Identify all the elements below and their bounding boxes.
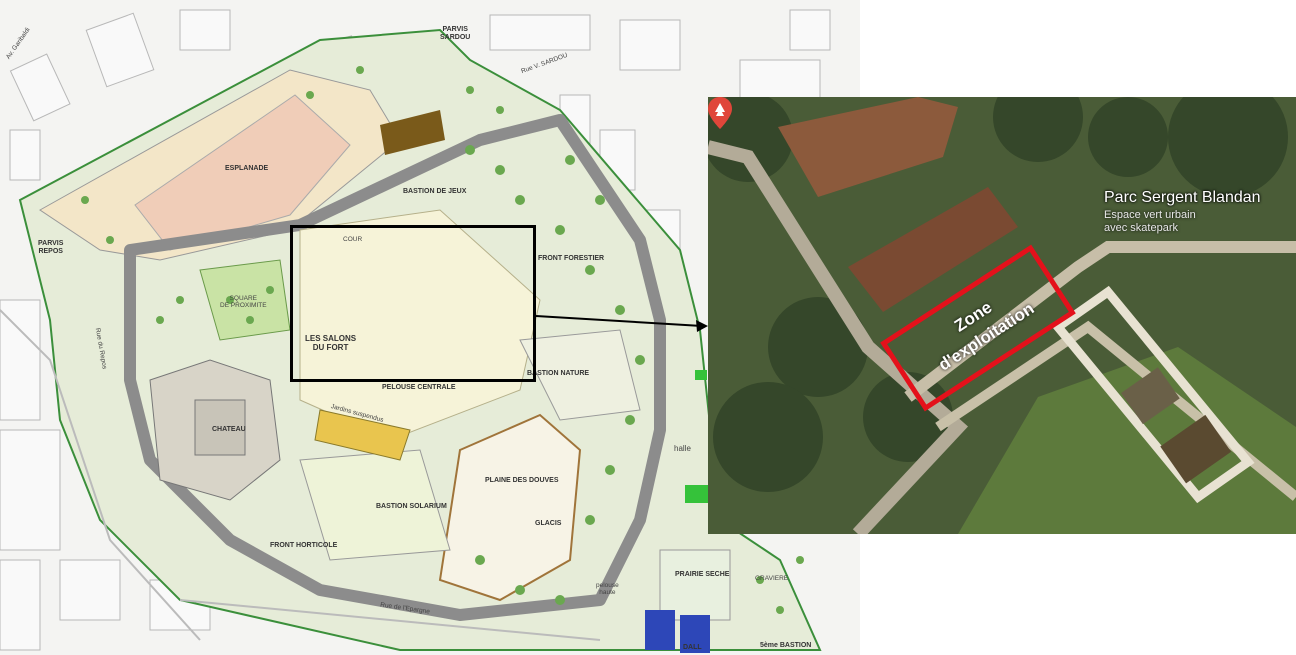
- label-esplanade: ESPLANADE: [225, 165, 269, 172]
- zoom-frame: [290, 225, 536, 382]
- place-pin-icon[interactable]: [708, 97, 732, 129]
- label-pelouse-haute: pelouse haute: [596, 582, 619, 597]
- label-parvis-repos: PARVIS REPOS: [38, 240, 64, 255]
- label-square-proximite: SQUARE DE PROXIMITE: [220, 295, 267, 310]
- label-halle: halle: [674, 444, 691, 453]
- label-front-forestier: FRONT FORESTIER: [538, 255, 605, 262]
- label-bastion-nature: BASTION NATURE: [527, 370, 590, 377]
- place-description: Espace vert urbain avec skatepark: [1104, 209, 1196, 234]
- satellite-view: Parc Sergent Blandan Espace vert urbain …: [708, 97, 1296, 534]
- label-chateau: CHATEAU: [212, 426, 246, 433]
- label-cour: COUR: [343, 236, 363, 243]
- label-parvis-sardou: PARVIS SARDOU: [440, 26, 471, 41]
- label-graviere: GRAVIERE: [755, 575, 789, 582]
- label-prairie-seche: PRAIRIE SECHE: [675, 571, 730, 578]
- label-glacis: GLACIS: [535, 520, 562, 527]
- label-salons-fort: LES SALONS DU FORT: [305, 334, 357, 352]
- label-plaine-douves: PLAINE DES DOUVES: [485, 477, 559, 484]
- label-bastion-jeux: BASTION DE JEUX: [403, 188, 467, 195]
- label-front-horticole: FRONT HORTICOLE: [270, 542, 338, 549]
- satellite-imagery: [708, 97, 1296, 534]
- place-name[interactable]: Parc Sergent Blandan: [1104, 189, 1261, 206]
- plan-drawing: [0, 9, 831, 653]
- label-pelouse-centrale: PELOUSE CENTRALE: [382, 384, 456, 391]
- label-bastion-solarium: BASTION SOLARIUM: [376, 503, 447, 510]
- label-dall: DALL: [683, 644, 702, 651]
- label-cinquieme-bastion: 5ème BASTION: [760, 642, 812, 649]
